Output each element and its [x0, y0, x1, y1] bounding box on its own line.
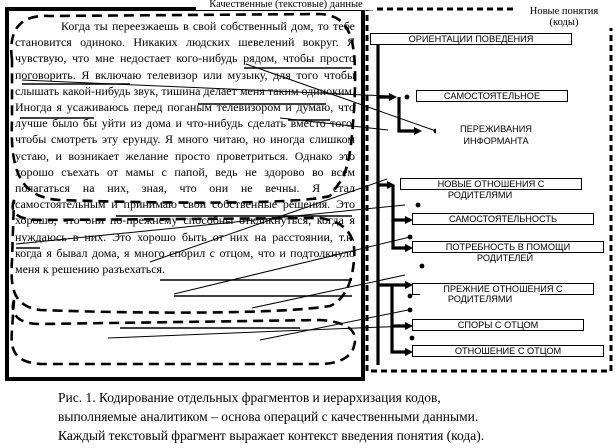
code-informant: ИНФОРМАНТА	[446, 136, 546, 146]
code-relation-father: ОТНОШЕНИЕ С ОТЦОМ	[412, 345, 604, 357]
new-codes-title: Новые понятия (коды)	[514, 6, 614, 28]
code-independence: САМОСТОЯТЕЛЬНОСТЬ	[412, 213, 594, 225]
code-behavior-orientation: ОРИЕНТАЦИИ ПОВЕДЕНИЯ	[370, 33, 572, 45]
qualitative-data-title: Качественные (текстовые) данные	[196, 0, 376, 10]
figure-caption: Рис. 1. Кодирование отдельных фрагментов…	[58, 388, 578, 445]
caption-line-3: Каждый текстовый фрагмент выражает конте…	[58, 428, 485, 443]
arrowheads	[387, 93, 422, 356]
code-feelings: ПЕРЕЖИВАНИЯ	[436, 124, 556, 134]
text-frame	[5, 7, 365, 381]
fragment-loops	[9, 12, 357, 366]
code-former-relations-2: РОДИТЕЛЯМИ	[420, 294, 540, 304]
caption-line-1: Рис. 1. Кодирование отдельных фрагментов…	[58, 390, 441, 405]
code-need-help-2: РОДИТЕЛЕЙ	[430, 253, 580, 263]
code-new-relations-1: НОВЫЕ ОТНОШЕНИЯ С	[400, 178, 582, 190]
connector-lines	[15, 63, 437, 341]
codes-frame	[365, 7, 613, 373]
fragment-underlines	[16, 67, 352, 329]
code-disputes-father: СПОРЫ С ОТЦОМ	[412, 319, 584, 331]
qualitative-text-panel: Когда ты переезжаешь в свой собственный …	[15, 18, 355, 370]
caption-line-2: выполняемые аналитиком – основа операций…	[58, 409, 479, 424]
code-new-relations-2: РОДИТЕЛЯМИ	[420, 190, 540, 200]
code-independent: САМОСТОЯТЕЛЬНОЕ	[416, 90, 568, 102]
code-need-help-1: ПОТРЕБНОСТЬ В ПОМОЩИ	[412, 241, 604, 253]
interview-fragment-text: Когда ты переезжаешь в свой собственный …	[15, 19, 355, 277]
hierarchy-brackets	[376, 45, 414, 365]
